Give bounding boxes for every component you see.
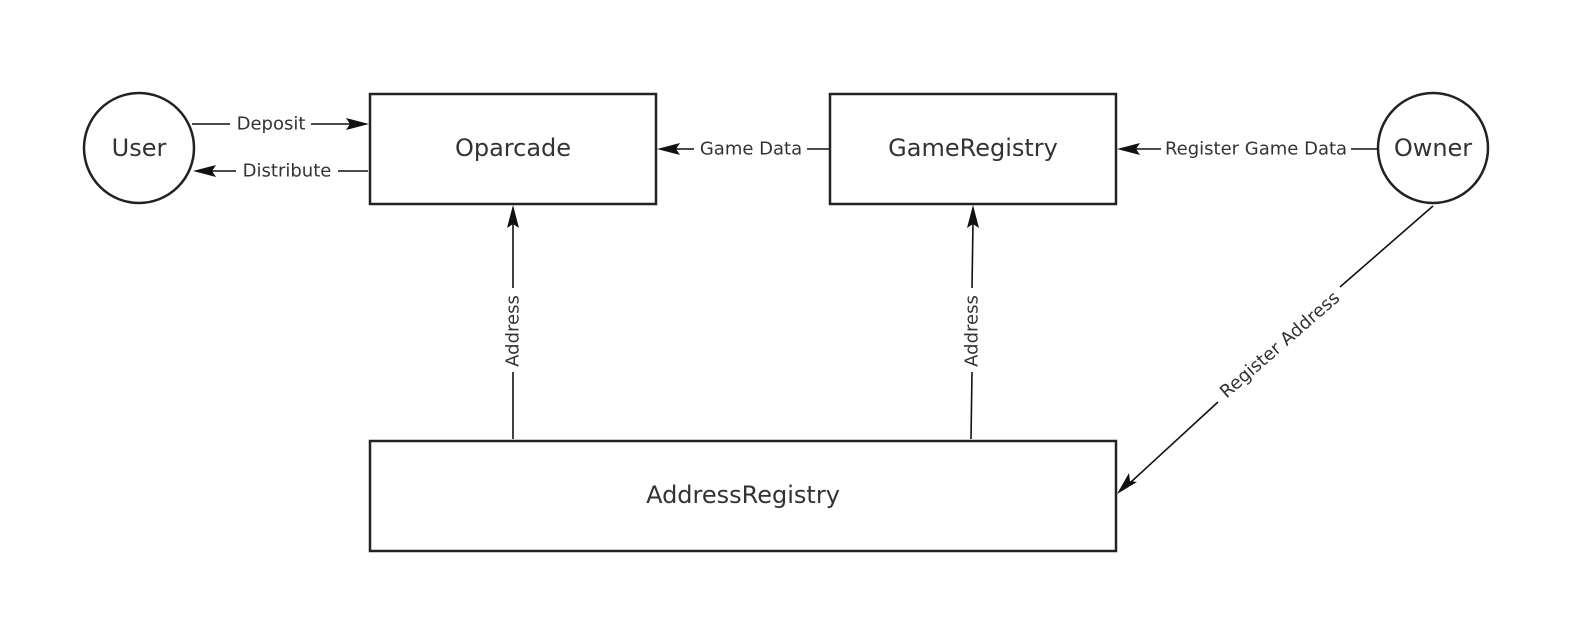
deposit-edge: Deposit (192, 114, 369, 135)
deposit-label: Deposit (237, 114, 306, 135)
address-oparcade-arrowhead (507, 205, 519, 228)
register-game-data-arrowhead (1117, 143, 1140, 155)
register-game-data-edge: Register Game Data (1117, 139, 1378, 160)
owner-node: Owner (1376, 91, 1490, 205)
register-address-label: Register Address (1216, 287, 1344, 402)
register-address-line-bottom (1130, 401, 1219, 483)
owner-circle (1376, 91, 1490, 205)
address-oparcade-edge: Address (503, 205, 524, 439)
address-game-registry-edge: Address (962, 205, 983, 440)
register-address-edge: Register Address (1117, 205, 1434, 494)
address-game-registry-line-bottom (970, 371, 973, 440)
distribute-label: Distribute (243, 161, 332, 182)
game-registry-node: GameRegistry (828, 92, 1118, 206)
game-data-label: Game Data (700, 139, 802, 160)
distribute-edge: Distribute (193, 161, 368, 182)
user-node: User (82, 91, 196, 205)
distribute-arrowhead (193, 165, 216, 177)
game-data-edge: Game Data (657, 139, 829, 160)
address-game-registry-label: Address (962, 295, 983, 367)
deposit-arrowhead (346, 118, 369, 130)
register-address-arrowhead (1117, 473, 1137, 494)
oparcade-label: Oparcade (455, 134, 571, 162)
oparcade-node: Oparcade (368, 92, 658, 206)
register-game-data-label: Register Game Data (1165, 139, 1347, 160)
address-registry-box (368, 439, 1118, 553)
address-registry-label: AddressRegistry (646, 481, 840, 509)
address-oparcade-label: Address (503, 295, 524, 367)
user-label: User (112, 134, 167, 162)
game-registry-label: GameRegistry (888, 134, 1058, 162)
oparcade-box (368, 92, 658, 206)
game-data-arrowhead (657, 143, 680, 155)
register-address-line-top (1339, 205, 1434, 288)
address-game-registry-arrowhead (967, 205, 979, 228)
address-registry-node: AddressRegistry (368, 439, 1118, 553)
game-registry-box (828, 92, 1118, 206)
address-game-registry-line-top (971, 221, 974, 289)
user-circle (82, 91, 196, 205)
owner-label: Owner (1394, 134, 1472, 162)
